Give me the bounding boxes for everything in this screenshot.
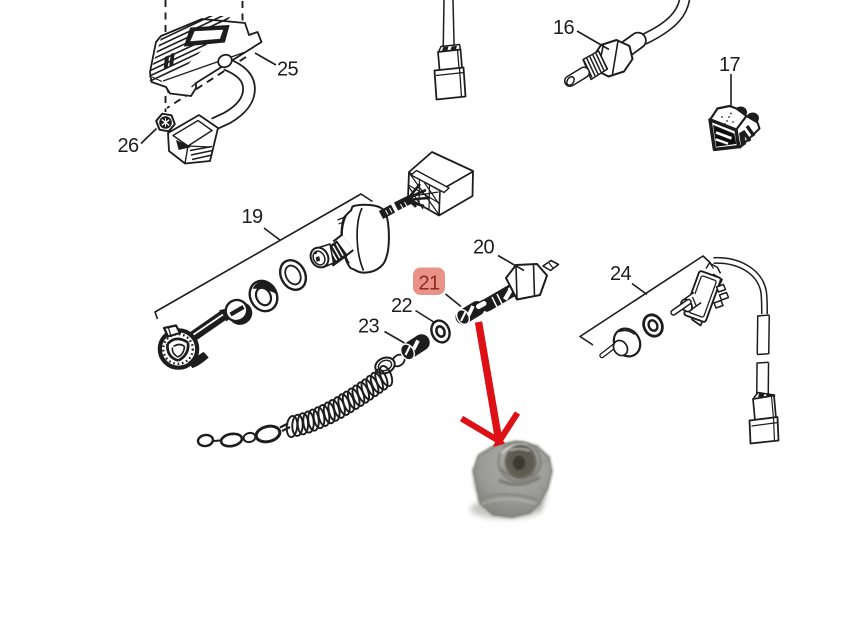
svg-text:17: 17 xyxy=(719,54,741,76)
svg-text:26: 26 xyxy=(117,135,139,157)
svg-text:19: 19 xyxy=(241,206,263,228)
svg-text:24: 24 xyxy=(610,263,632,285)
svg-text:20: 20 xyxy=(473,237,495,259)
svg-text:21: 21 xyxy=(418,273,440,295)
svg-text:16: 16 xyxy=(553,17,575,39)
svg-text:25: 25 xyxy=(277,59,299,81)
svg-text:23: 23 xyxy=(358,316,380,338)
svg-text:22: 22 xyxy=(391,295,413,317)
